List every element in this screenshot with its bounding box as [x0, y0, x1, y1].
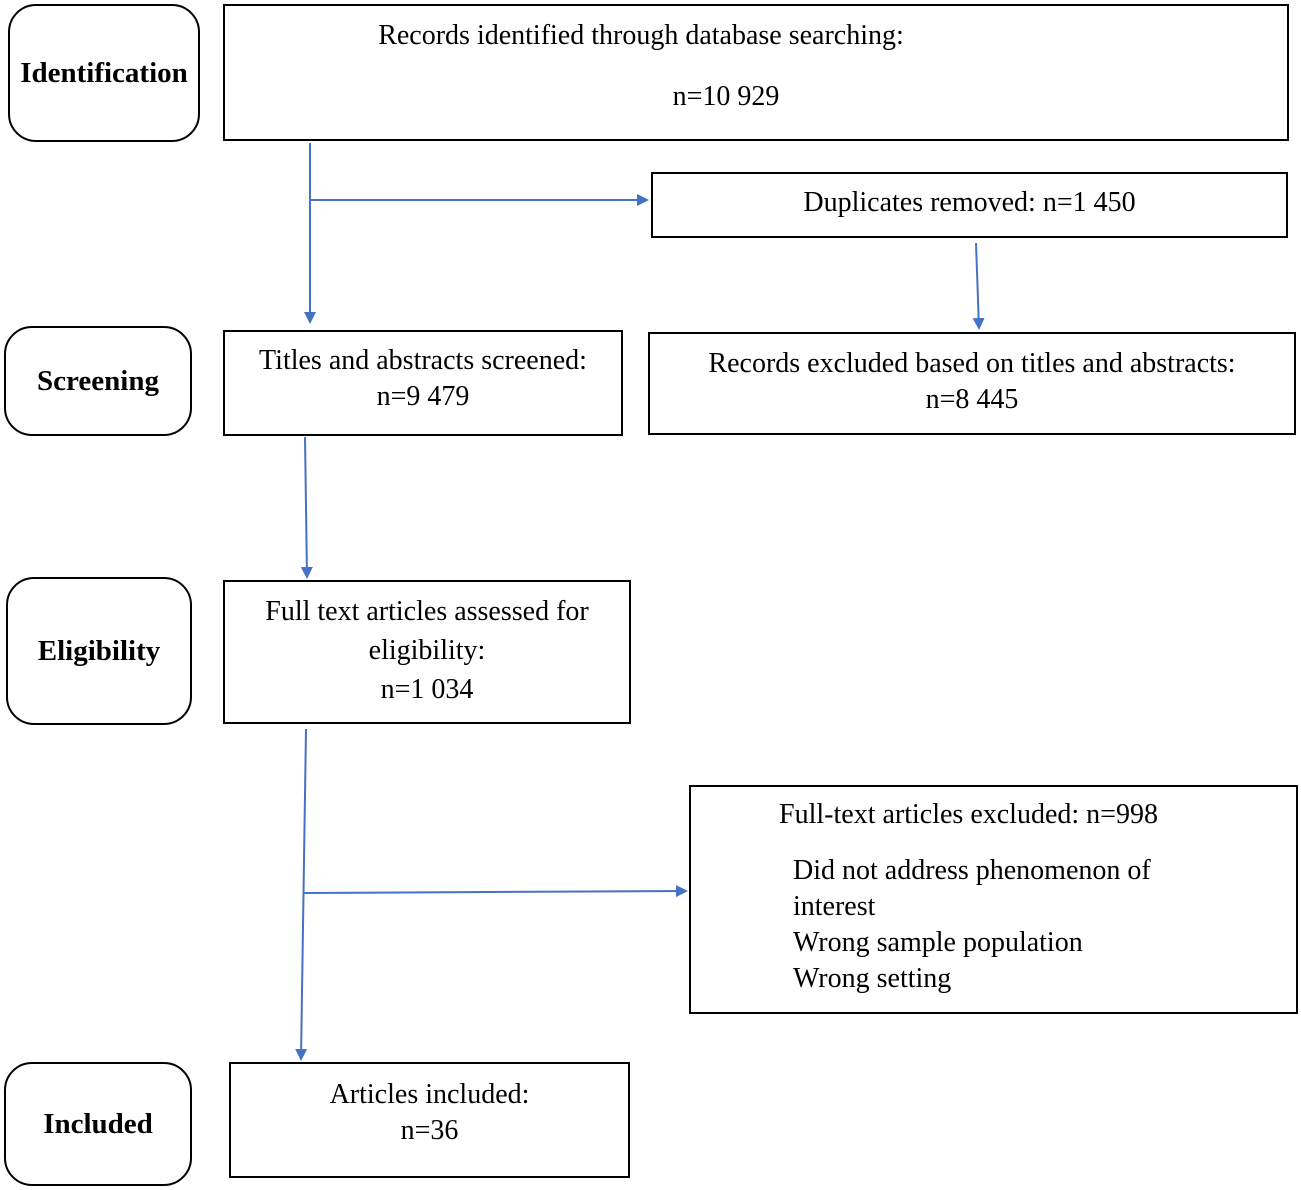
stage-eligibility: Eligibility [6, 577, 192, 725]
records-excluded-box: Records excluded based on titles and abs… [648, 332, 1296, 435]
duplicates-removed-box: Duplicates removed: n=1 450 [651, 172, 1288, 238]
records-identified-box: Records identified through database sear… [223, 4, 1289, 141]
stage-identification: Identification [8, 4, 200, 142]
records-excluded-label: Records excluded based on titles and abs… [708, 348, 1236, 379]
exclusion-reason: interest [793, 891, 876, 922]
stage-eligibility-label: Eligibility [37, 634, 161, 667]
articles-included-box: Articles included: n=36 [229, 1062, 630, 1178]
stage-included-label: Included [43, 1107, 153, 1140]
stage-included: Included [4, 1062, 192, 1186]
full-text-assessed-label-line2: eligibility: [368, 635, 486, 666]
duplicates-removed-label: Duplicates removed: n=1 450 [803, 187, 1136, 218]
arrow-duplicates-to-excluded [972, 242, 985, 330]
full-text-excluded-label: Full-text articles excluded: n=998 [779, 799, 1158, 830]
arrow-to-fulltext-excluded [302, 885, 688, 898]
arrow-screening-to-eligibility [300, 436, 313, 579]
records-excluded-count: n=8 445 [925, 384, 1019, 415]
stage-identification-label: Identification [20, 56, 188, 89]
exclusion-reason: Wrong sample population [793, 927, 1083, 958]
titles-screened-label: Titles and abstracts screened: [259, 345, 587, 376]
stage-screening-label: Screening [37, 364, 159, 397]
exclusion-reason: Wrong setting [793, 963, 952, 994]
arrow-eligibility-to-included [295, 728, 308, 1061]
full-text-assessed-count: n=1 034 [380, 674, 474, 705]
titles-screened-count: n=9 479 [376, 381, 470, 412]
exclusion-reasons-list: Did not address phenomenon of interest W… [793, 853, 1296, 997]
articles-included-label: Articles included: [329, 1079, 530, 1110]
exclusion-reason: Did not address phenomenon of [793, 855, 1151, 886]
articles-included-count: n=36 [400, 1115, 459, 1146]
records-identified-label: Records identified through database sear… [378, 20, 904, 51]
full-text-assessed-label-line1: Full text articles assessed for [265, 596, 589, 627]
full-text-excluded-box: Full-text articles excluded: n=998 Did n… [689, 785, 1298, 1014]
titles-screened-box: Titles and abstracts screened: n=9 479 [223, 330, 623, 436]
full-text-assessed-box: Full text articles assessed for eligibil… [223, 580, 631, 724]
records-identified-count: n=10 929 [672, 81, 780, 112]
stage-screening: Screening [4, 326, 192, 436]
